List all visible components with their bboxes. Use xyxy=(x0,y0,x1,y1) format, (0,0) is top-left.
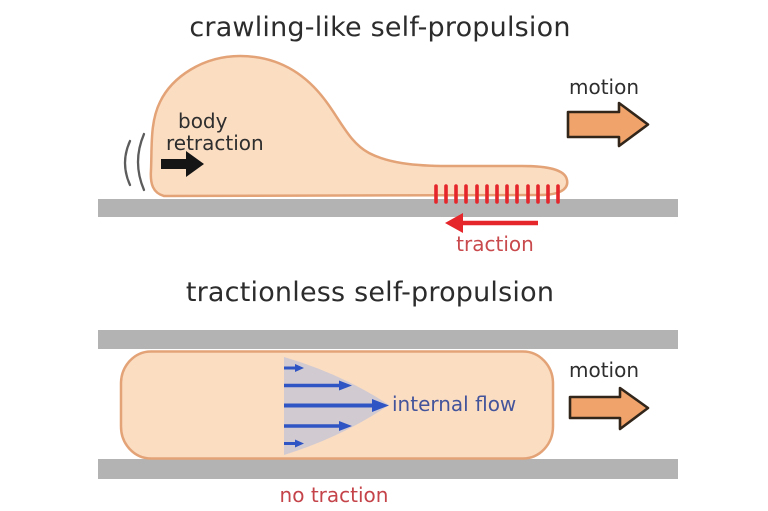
crawling-panel-graphics xyxy=(98,54,678,233)
traction-arrow-icon xyxy=(445,213,538,233)
body-retraction-line1: body xyxy=(178,109,228,133)
tractionless-panel-title: tractionless self-propulsion xyxy=(185,277,555,308)
traction-label: traction xyxy=(456,232,534,256)
crawling-cell-shape xyxy=(149,54,569,198)
retraction-arrow-icon xyxy=(161,151,204,177)
motion-label-top: motion xyxy=(568,75,640,99)
channel-wall-top xyxy=(98,330,678,349)
traction-ticks-icon xyxy=(434,184,560,204)
flow-arrows-icon xyxy=(284,364,389,448)
body-retraction-label: body retraction xyxy=(166,110,264,154)
vibration-marks-icon xyxy=(123,132,146,192)
internal-flow-label: internal flow xyxy=(392,392,517,416)
body-retraction-line2: retraction xyxy=(166,131,264,155)
tractionless-panel-graphics xyxy=(98,330,678,479)
motion-arrow-icon xyxy=(566,101,650,148)
no-traction-label: no traction xyxy=(279,483,389,507)
motion-label-bottom: motion xyxy=(568,358,640,382)
channel-wall-bottom xyxy=(98,459,678,479)
substrate-bar xyxy=(98,199,678,217)
crawling-panel-title: crawling-like self-propulsion xyxy=(189,12,571,43)
motion-arrow-icon xyxy=(568,386,650,431)
